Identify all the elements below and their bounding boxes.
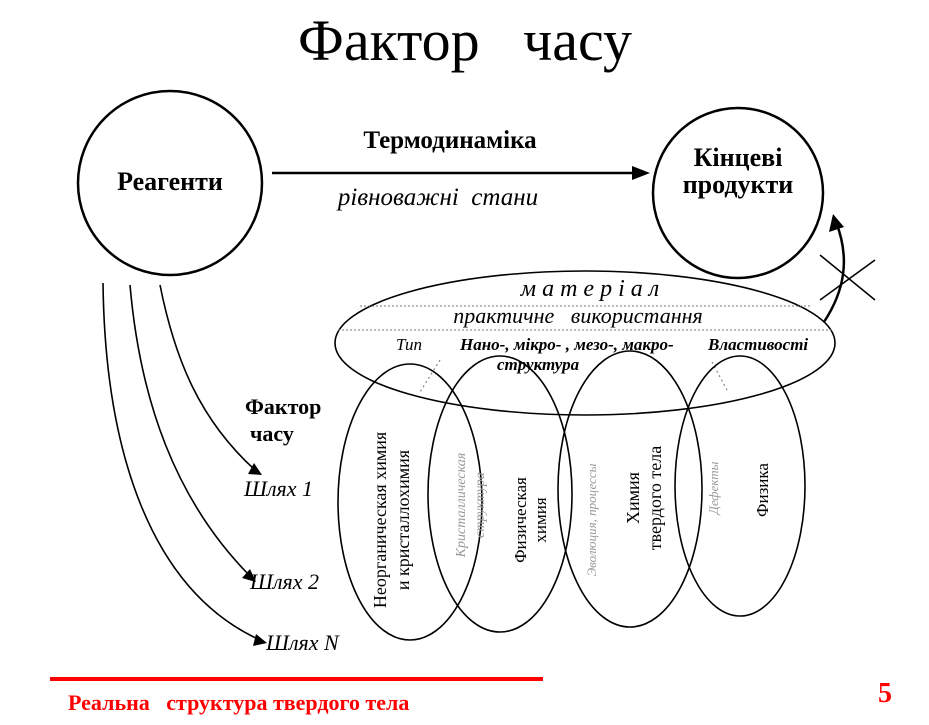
- final-products-circle: [651, 106, 825, 280]
- final-products-label-2: продукти: [683, 170, 794, 199]
- return-arrowhead: [829, 214, 844, 232]
- thermodynamics-label: Термодинаміка: [363, 127, 537, 154]
- time-factor-label-1: Фактор: [245, 394, 321, 419]
- dotted-connector-1: [419, 359, 441, 393]
- path-curve-1: [159, 284, 256, 471]
- footer-line: [50, 677, 543, 681]
- cross-mark-2: [819, 259, 876, 301]
- cross-mark-1: [819, 254, 876, 301]
- field-ellipse-inorganic: [337, 363, 483, 641]
- properties-label: Властивості: [707, 335, 808, 354]
- field-evolution: Эволюция, процессы: [584, 463, 599, 576]
- field-physics: Физика: [753, 463, 772, 517]
- field-solid-2: твердого тела: [645, 446, 665, 550]
- field-ellipse-physchem: [427, 355, 573, 633]
- equilibrium-states-label: рівноважні стани: [336, 184, 538, 211]
- scale-label: Нано-, мікро- , мезо-, макро-: [459, 335, 674, 354]
- path-arrowhead-n: [253, 634, 267, 646]
- page-title: Фактор часу: [298, 8, 632, 73]
- material-ellipse: [334, 270, 836, 416]
- path-label-2: Шлях 2: [249, 569, 319, 594]
- field-crystal-2: структура: [473, 472, 488, 538]
- thermodynamics-arrowhead: [632, 166, 650, 180]
- page-number: 5: [878, 678, 892, 709]
- field-defects: Дефекты: [706, 461, 721, 516]
- path-curve-n: [102, 282, 261, 641]
- field-inorganic-1: Неорганическая химия: [370, 432, 390, 608]
- time-factor-label-2: часу: [250, 421, 294, 446]
- practical-use-label: практичне використання: [453, 303, 703, 328]
- reagents-label: Реагенти: [117, 167, 223, 196]
- type-label: Тип: [396, 335, 422, 354]
- reagents-circle: [76, 89, 264, 277]
- path-curve-2: [129, 284, 251, 577]
- field-physchem-1: Физическая: [511, 477, 530, 563]
- field-solid-1: Химия: [623, 472, 643, 524]
- path-arrowhead-1: [248, 463, 262, 475]
- footer-caption: Реальна структура твердого тела: [68, 690, 410, 715]
- path-arrowhead-2: [242, 569, 256, 582]
- field-ellipse-solid: [557, 350, 703, 628]
- field-crystal-1: Кристаллическая: [454, 453, 469, 559]
- material-label: м а т е р і а л: [520, 276, 659, 302]
- field-inorganic-2: и кристаллохимия: [393, 450, 413, 590]
- final-products-label-1: Кінцеві: [694, 143, 783, 172]
- field-physchem-2: химия: [531, 497, 550, 542]
- path-label-1: Шлях 1: [243, 476, 313, 501]
- path-label-n: Шлях N: [265, 630, 340, 655]
- field-ellipse-physics: [674, 355, 806, 617]
